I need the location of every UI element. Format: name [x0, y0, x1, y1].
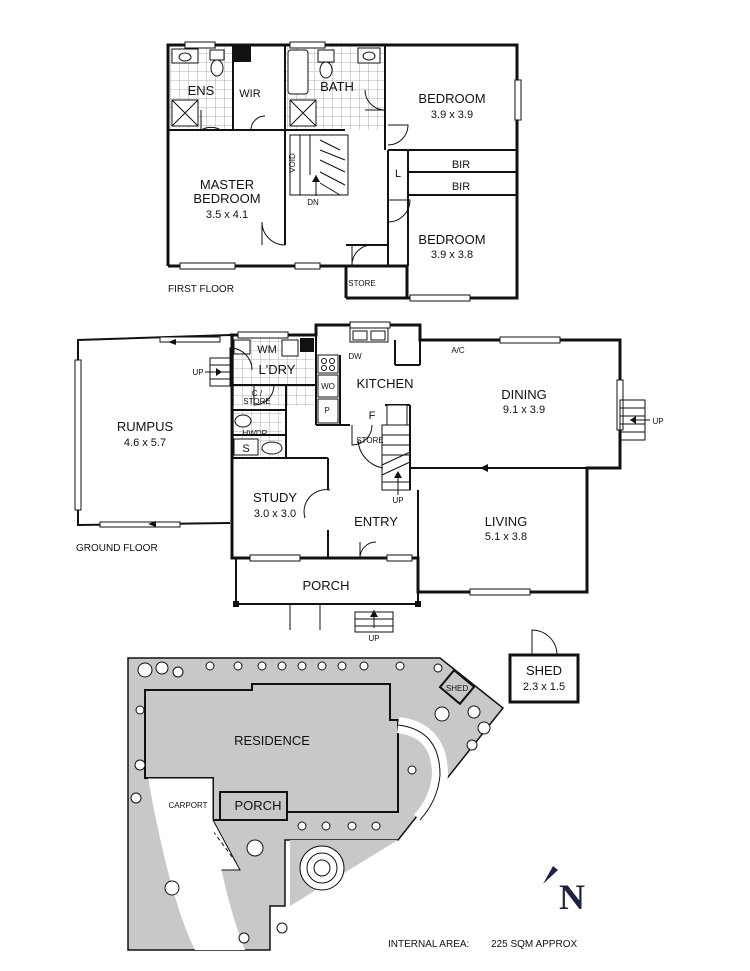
hwdr-label: HWDR — [243, 429, 268, 438]
dw-label: DW — [348, 352, 362, 361]
wm-label: WM — [257, 344, 277, 356]
site-porch-label: PORCH — [235, 798, 282, 813]
study-size: 3.0 x 3.0 — [254, 508, 296, 520]
porch-label: PORCH — [303, 578, 350, 593]
cstore-label-2: STORE — [243, 397, 270, 406]
living-size: 5.1 x 3.8 — [485, 531, 527, 543]
site-trees — [130, 661, 491, 944]
store-kitchen-label: STORE — [356, 436, 383, 445]
store-upper-label: STORE — [348, 279, 375, 288]
bedroom1-size: 3.9 x 3.9 — [431, 109, 473, 121]
internal-area-value: 225 SQM APPROX — [491, 939, 577, 950]
wo-label: WO — [321, 382, 335, 391]
site-porch — [219, 791, 288, 821]
rumpus-name: RUMPUS — [117, 419, 174, 434]
ens-label: ENS — [188, 83, 215, 98]
upper-stair — [289, 134, 349, 196]
bir1-label: BIR — [452, 159, 470, 171]
first-floor-title: FIRST FLOOR — [168, 284, 234, 295]
internal-area-label: INTERNAL AREA: — [388, 939, 469, 950]
ground-floor: WM L'DRY DW A/C KITCHEN WO P F STORE C /… — [74, 321, 664, 643]
residence-label: RESIDENCE — [234, 733, 310, 748]
entry-label: ENTRY — [354, 514, 398, 529]
bathtub — [287, 49, 309, 95]
rumpus-size: 4.6 x 5.7 — [124, 437, 166, 449]
dining-size: 9.1 x 3.9 — [503, 404, 545, 416]
master-name-2: BEDROOM — [193, 191, 260, 206]
stair-up-label: UP — [392, 496, 403, 505]
p-label: P — [324, 406, 329, 415]
bedroom2-size: 3.9 x 3.8 — [431, 249, 473, 261]
wir-label: WIR — [239, 88, 260, 100]
dining-up-label: UP — [652, 417, 663, 426]
shed-plan: SHED 2.3 x 1.5 — [508, 629, 580, 704]
master-name-1: MASTER — [200, 177, 254, 192]
shed-name: SHED — [526, 663, 562, 678]
bedroom2-name: BEDROOM — [418, 232, 485, 247]
dn-label: DN — [307, 198, 319, 207]
first-floor: ENS WIR BATH BEDROOM 3.9 x 3.9 VOID BIR … — [166, 41, 522, 302]
ground-stair — [381, 424, 411, 491]
s-label: S — [242, 443, 249, 455]
bedroom1-name: BEDROOM — [418, 91, 485, 106]
site-plan: RESIDENCE CARPORT PORCH SHED — [127, 657, 505, 951]
shed-size: 2.3 x 1.5 — [523, 681, 565, 693]
ac-label: A/C — [451, 346, 465, 355]
study-name: STUDY — [253, 490, 297, 505]
carport-label: CARPORT — [169, 801, 208, 810]
f-label: F — [369, 410, 376, 422]
bath-label: BATH — [320, 79, 354, 94]
kitchen-label: KITCHEN — [356, 376, 413, 391]
linen-label: L — [395, 168, 401, 180]
bir2-label: BIR — [452, 181, 470, 193]
north-compass: N — [543, 866, 585, 917]
master-size: 3.5 x 4.1 — [206, 209, 248, 221]
cstore-label-1: C / — [252, 389, 263, 398]
ground-floor-title: GROUND FLOOR — [76, 543, 158, 554]
dining-name: DINING — [501, 387, 547, 402]
porch-up-label: UP — [368, 634, 379, 643]
north-letter: N — [559, 877, 585, 917]
north-arrow-icon — [543, 866, 558, 884]
ldry-label: L'DRY — [259, 362, 296, 377]
site-shed-label: SHED — [446, 684, 468, 693]
living-name: LIVING — [485, 514, 528, 529]
rumpus-up-label: UP — [192, 368, 203, 377]
void-label: VOID — [288, 153, 297, 173]
